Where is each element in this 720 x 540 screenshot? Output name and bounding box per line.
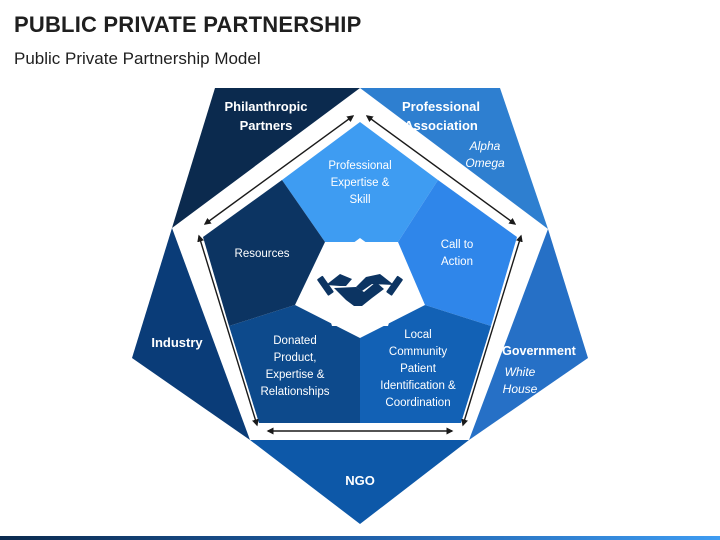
expertise-line1: Professional [328, 160, 391, 172]
inner-segment-local [360, 305, 491, 423]
handshake-icon [317, 274, 403, 306]
professional-label-line2: Association [404, 118, 478, 133]
local-line5: Coordination [385, 397, 450, 409]
local-line4: Identification & [380, 380, 456, 392]
arrow-top-left [203, 115, 355, 225]
page-title: PUBLIC PRIVATE PARTNERSHIP [14, 12, 362, 37]
arrow-left [197, 234, 259, 427]
page-subtitle: Public Private Partnership Model [14, 49, 261, 68]
professional-italic-line1: Alpha [469, 139, 501, 153]
donated-line1: Donated [273, 335, 316, 347]
industry-label: Industry [151, 335, 203, 350]
inner-segment-donated [229, 305, 360, 423]
call-line1: Call to [441, 239, 474, 251]
center-pentagon [315, 238, 405, 326]
ngo-label: NGO [345, 473, 375, 488]
local-line2: Community [389, 346, 447, 358]
expertise-line3: Skill [349, 194, 370, 206]
professional-label-line1: Professional [402, 99, 480, 114]
donated-line3: Expertise & [266, 369, 325, 381]
arrow-top-right [365, 115, 517, 225]
professional-italic-line2: Omega [465, 156, 505, 170]
government-italic-line2: House [503, 382, 538, 396]
local-line1: Local [404, 329, 432, 341]
philanthropic-label-line1: Philanthropic [224, 99, 307, 114]
government-italic-line1: White [505, 365, 536, 379]
expertise-line2: Expertise & [331, 177, 390, 189]
government-label: Government [502, 344, 576, 358]
donated-line4: Relationships [260, 386, 329, 398]
donated-line2: Product, [274, 352, 317, 364]
call-line2: Action [441, 256, 473, 268]
resources-label: Resources [235, 248, 290, 260]
philanthropic-label-line2: Partners [240, 118, 293, 133]
accent-bar [0, 536, 720, 540]
local-line3: Patient [400, 363, 437, 375]
outer-segment-ngo [250, 440, 469, 524]
arrow-right [461, 234, 523, 427]
